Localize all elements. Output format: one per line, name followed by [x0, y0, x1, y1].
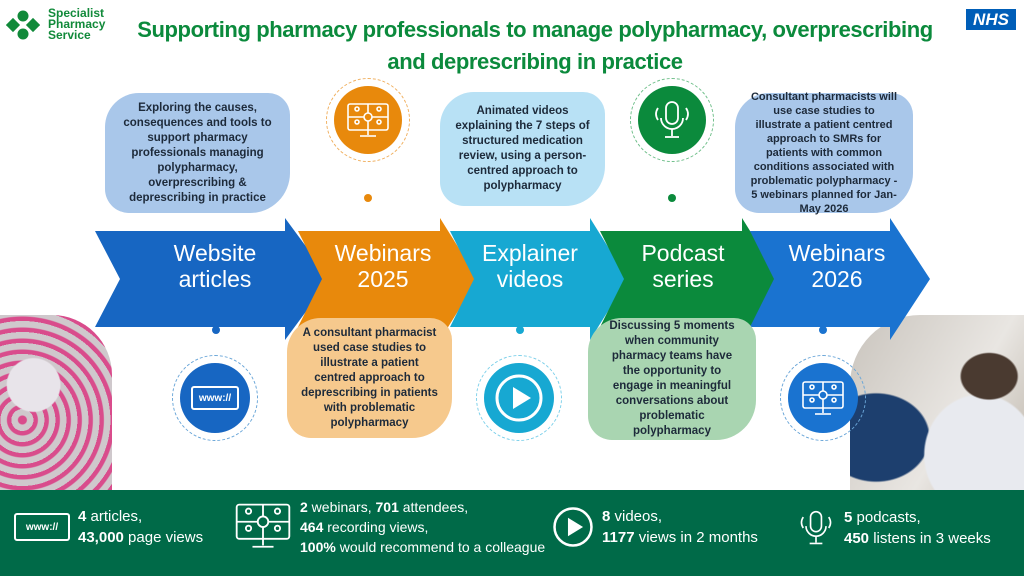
timeline-dot — [364, 194, 372, 202]
label-line: Explainer — [482, 240, 578, 266]
stat-value: 1177 — [602, 529, 635, 546]
pharmacist-with-patient-photo — [850, 315, 1024, 490]
stat-text: webinars, — [307, 499, 376, 515]
arrow-webinars-2026 — [750, 218, 930, 340]
label-line: Webinars — [334, 240, 432, 266]
label-line: Podcast — [641, 240, 725, 266]
timeline-dot — [516, 326, 524, 334]
stat-text: podcasts, — [852, 509, 921, 526]
website-icon: www:// — [180, 363, 250, 433]
webinar-2026-icon — [788, 363, 858, 433]
label-line: videos — [496, 266, 564, 292]
play-icon — [484, 363, 554, 433]
stat-text: articles, — [86, 508, 143, 525]
stat-podcasts: 5 podcasts, 450 listens in 3 weeks — [796, 506, 991, 550]
webinar-icon — [334, 86, 402, 154]
dashed-ring — [780, 355, 866, 441]
title-line-1: Supporting pharmacy professionals to man… — [137, 17, 933, 42]
label-line: series — [652, 266, 714, 292]
stat-value: 2 — [300, 499, 308, 515]
label-line: 2026 — [811, 266, 863, 292]
timeline-dot — [212, 326, 220, 334]
stat-value: 8 — [602, 508, 611, 525]
dashed-ring — [326, 78, 410, 162]
stat-text: videos, — [610, 508, 663, 525]
stat-value: 464 — [300, 519, 324, 535]
stat-value: 43,000 — [78, 529, 124, 546]
microphone-icon — [638, 86, 706, 154]
stat-value: 5 — [844, 509, 853, 526]
www-cursor-icon: www:// — [14, 513, 70, 541]
webinar-icon — [235, 503, 291, 548]
stat-value: 100% — [300, 539, 336, 555]
website-articles-description: Exploring the causes, consequences and t… — [105, 93, 290, 213]
arrow-website-articles — [95, 218, 330, 340]
logo-text-3: Service — [48, 28, 91, 42]
microphone-icon — [800, 510, 832, 545]
label-line: Website — [173, 240, 257, 266]
timeline-dot — [819, 326, 827, 334]
stat-value: 4 — [78, 508, 87, 525]
www-text: www:// — [191, 386, 239, 410]
arrow-webinars-2025 — [298, 218, 478, 340]
stat-text: attendees, — [398, 499, 469, 515]
stat-text: page views — [123, 529, 204, 546]
dashed-ring — [476, 355, 562, 441]
timeline-dot — [668, 194, 676, 202]
label-line: articles — [178, 266, 252, 292]
stat-articles: www:// 4 articles, 43,000 page views — [14, 506, 203, 548]
dashed-ring — [172, 355, 258, 441]
logo-text-2: Pharmacy — [48, 17, 106, 31]
medication-blister-packs-photo — [0, 315, 112, 490]
statistics-band — [0, 490, 1024, 576]
podcast-series-description: Discussing 5 moments when community phar… — [588, 318, 756, 440]
stat-value: 450 — [844, 530, 870, 547]
label-line: 2025 — [357, 266, 409, 292]
logo-text-1: Specialist — [48, 6, 105, 20]
webinars-2025-description: A consultant pharmacist used case studie… — [287, 318, 452, 438]
play-icon — [553, 507, 593, 547]
stat-webinars: 2 webinars, 701 attendees, 464 recording … — [234, 497, 545, 557]
title-line-2: and deprescribing in practice — [387, 49, 683, 74]
stat-text: would recommend to a colleague — [335, 539, 546, 555]
stat-videos: 8 videos, 1177 views in 2 months — [552, 506, 758, 548]
timeline-arrows — [95, 218, 930, 340]
stat-text: recording views, — [323, 519, 429, 535]
stat-text: views in 2 months — [634, 529, 758, 546]
nhs-logo: NHS — [966, 9, 1016, 30]
logo-mark-icon — [6, 10, 40, 39]
stat-value: 701 — [375, 499, 399, 515]
webinars-2026-description: Consultant pharmacists will use case stu… — [735, 91, 913, 215]
dashed-ring — [630, 78, 714, 162]
stat-text: listens in 3 weeks — [869, 530, 991, 547]
explainer-videos-description: Animated videos explaining the 7 steps o… — [440, 92, 605, 206]
page-title: Supporting pharmacy professionals to man… — [120, 14, 950, 78]
label-line: Webinars — [788, 240, 886, 266]
arrow-explainer-videos — [450, 218, 628, 340]
arrow-podcast-series — [600, 218, 780, 340]
